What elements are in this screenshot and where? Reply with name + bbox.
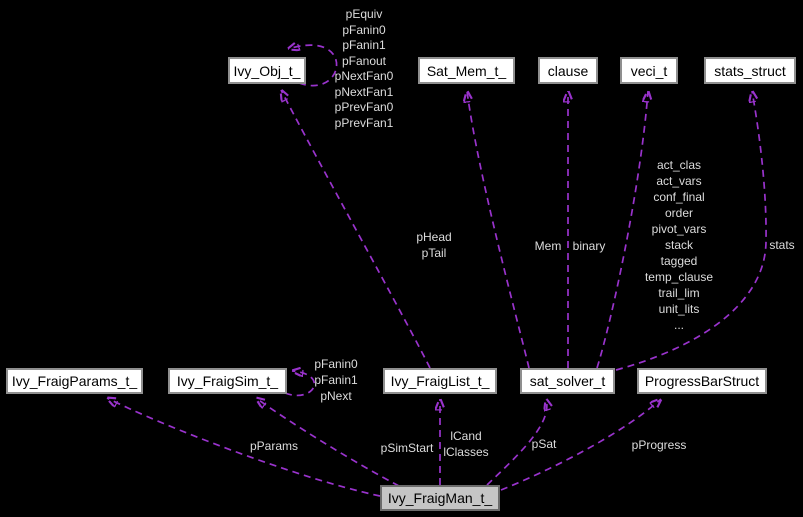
edge-satsolver-to-veci (596, 91, 648, 369)
node-ivy-obj-t[interactable]: Ivy_Obj_t_ (228, 57, 306, 84)
node-label: Ivy_FraigSim_t_ (176, 373, 279, 389)
node-clause[interactable]: clause (538, 57, 598, 84)
node-label: Ivy_Obj_t_ (233, 62, 301, 79)
node-stats-struct[interactable]: stats_struct (704, 57, 796, 84)
edge-label-obj-self-fields: pEquiv pFanin0 pFanin1 pFanout pNextFan0… (334, 7, 394, 130)
edge-obj-self-loop (288, 45, 338, 87)
edge-label-veci-fields: act_clas act_vars conf_final order pivot… (644, 158, 714, 332)
edge-satsolver-to-stats (615, 91, 767, 371)
node-ivy-fraig-list-t[interactable]: Ivy_FraigList_t_ (383, 368, 497, 394)
node-label: sat_solver_t (529, 373, 606, 389)
edge-label-mem: Mem (534, 239, 562, 253)
node-label: Sat_Mem_t_ (426, 62, 507, 79)
node-label: ProgressBarStruct (644, 373, 760, 389)
edge-label-psat: pSat (531, 437, 557, 451)
node-ivy-fraig-params-t[interactable]: Ivy_FraigParams_t_ (6, 368, 143, 394)
node-label: veci_t (630, 62, 668, 79)
edge-label-phead-ptail: pHead pTail (416, 230, 452, 260)
edge-man-to-params (107, 398, 381, 497)
node-label: Ivy_FraigMan_t_ (387, 490, 493, 506)
edge-label-psimstart: pSimStart (380, 441, 434, 455)
edge-man-to-sim (256, 398, 400, 487)
edge-sim-self-loop (285, 371, 316, 397)
node-label: Ivy_FraigList_t_ (390, 373, 490, 389)
edge-fraiglist-to-obj (281, 90, 431, 369)
edge-label-lcand-lclasses: lCand lClasses (443, 429, 489, 459)
node-label: Ivy_FraigParams_t_ (11, 373, 138, 389)
edge-satsolver-to-satmem (467, 91, 530, 369)
edge-man-to-progress (500, 399, 661, 491)
edge-label-sim-self-fields: pFanin0 pFanin1 pNext (314, 357, 358, 403)
node-sat-mem-t[interactable]: Sat_Mem_t_ (418, 57, 515, 84)
node-ivy-fraig-sim-t[interactable]: Ivy_FraigSim_t_ (168, 368, 287, 394)
node-label: clause (547, 62, 589, 79)
node-sat-solver-t[interactable]: sat_solver_t (520, 368, 615, 394)
edge-label-pprogress: pProgress (631, 438, 687, 452)
edge-label-stats: stats (769, 238, 795, 252)
node-veci-t[interactable]: veci_t (620, 57, 678, 84)
edge-label-binary: binary (572, 239, 606, 253)
node-label: stats_struct (714, 62, 786, 79)
node-ivy-fraig-man-t[interactable]: Ivy_FraigMan_t_ (380, 485, 500, 511)
edge-man-to-sat (486, 399, 547, 486)
edge-label-pparams: pParams (249, 439, 299, 453)
node-progress-bar-struct[interactable]: ProgressBarStruct (637, 368, 767, 394)
